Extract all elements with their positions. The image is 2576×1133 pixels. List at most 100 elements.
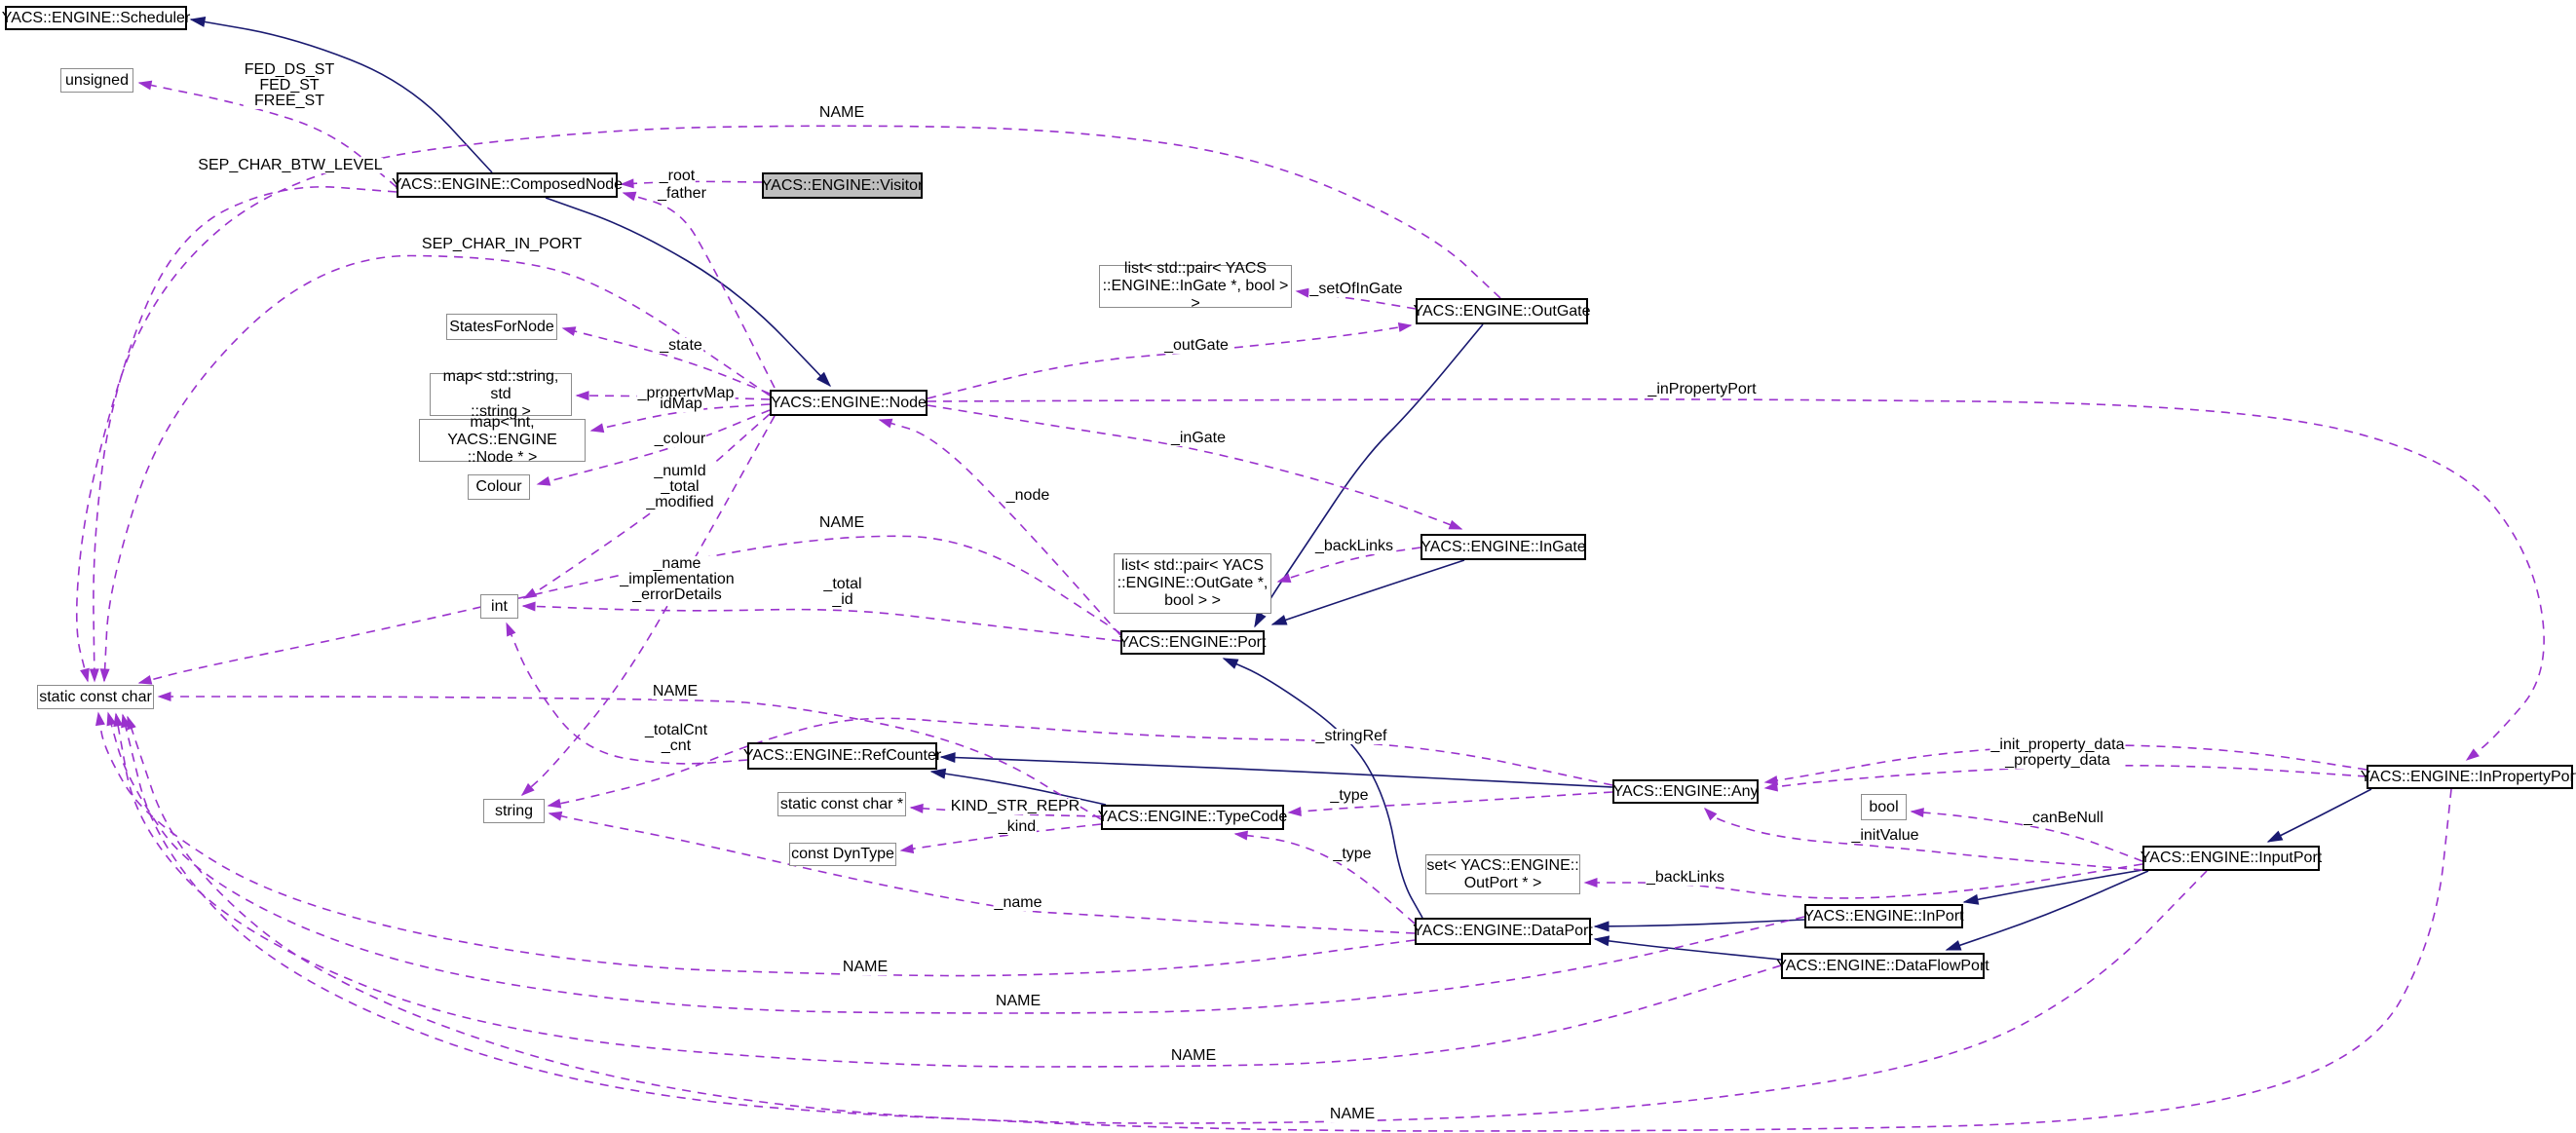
node-const-dyntype: const DynType [789,843,896,866]
edge-state [561,326,771,395]
node-visitor: YACS::ENGINE::Visitor [762,172,923,199]
edge-composednode-node [545,197,832,388]
edge-inpropertyport-inputport [2266,788,2372,843]
edge-id-map [589,403,771,434]
node-composed-node[interactable]: YACS::ENGINE::ComposedNode [392,172,623,198]
edge-dataflowport-dataport [1593,935,1782,961]
edge-label-id-map: idMap [659,396,703,412]
node-colour: Colour [468,474,530,500]
edge-label-total-id: _total _id [822,576,863,608]
edge-name-outgate [75,125,1501,683]
edge-label-father: _father [657,185,707,202]
edge-property-data2 [1763,764,2368,792]
edge-kind [899,823,1102,854]
node-data-port[interactable]: YACS::ENGINE::DataPort [1413,918,1593,945]
node-map-string-string: map< std::string, std ::string > [430,368,572,420]
edge-name-impl-err [520,415,776,797]
edge-in-property-port-edge [927,397,2545,761]
edge-typecode-refcounter [929,768,1107,806]
edge-label-fed-consts: FED_DS_ST FED_ST FREE_ST [243,61,336,109]
edge-name-typecode [157,692,1102,820]
node-list-ingate-bool: list< std::pair< YACS ::ENGINE::InGate *… [1099,260,1292,312]
node-ref-counter[interactable]: YACS::ENGINE::RefCounter [743,742,941,770]
edge-init-value [1703,807,2143,871]
edge-inputport-dataflowport [1945,870,2149,951]
edge-label-numid-total-modified: _numId _total _modified [645,463,715,510]
edge-label-backlinks-ingate: _backLinks [1313,538,1395,554]
edge-inputport-inport [1962,869,2143,905]
edge-name-inport [106,711,1805,1014]
edge-name-dataflowport [113,712,1782,1068]
node-states-for-node: StatesForNode [446,314,557,340]
edge-label-ingate-edge: _inGate [1169,430,1228,446]
edge-label-in-property-port-edge: _inPropertyPort [1647,381,1758,397]
edge-fed-consts [137,80,398,188]
edge-label-root: _root [658,168,697,184]
edge-type-dataport [1233,830,1416,925]
edge-totalcnt-cnt [506,622,748,765]
edge-name-dataport-string [548,811,1416,934]
node-data-flow-port[interactable]: YACS::ENGINE::DataFlowPort [1776,953,1989,979]
edge-label-outgate-edge: _outGate [1163,337,1230,354]
node-outgate[interactable]: YACS::ENGINE::OutGate [1414,298,1591,324]
edge-label-type-dataport: _type [1332,846,1373,862]
node-list-outgate-bool: list< std::pair< YACS ::ENGINE::OutGate … [1114,553,1271,614]
edge-label-name-typecode: NAME [651,683,700,699]
edge-sep-char-in-port [99,254,771,683]
edge-type-any [1287,791,1613,816]
edge-name-inpropertyport [127,715,2452,1132]
edge-label-can-be-null: _canBeNull [2023,810,2104,826]
edge-label-name-outgate: NAME [817,104,866,121]
node-node[interactable]: YACS::ENGINE::Node [770,390,928,416]
node-bool: bool [1861,794,1907,820]
edge-any-refcounter [939,752,1613,788]
node-string: string [483,799,545,823]
edge-label-init-property-data: _init_property_data _property_data [1989,736,2126,769]
edge-node-edge [878,418,1121,636]
edge-label-name-inport: NAME [994,993,1042,1009]
edge-inport-dataport [1593,919,1805,932]
edge-label-state: _state [659,337,703,354]
edge-label-name-inputport: NAME [1328,1106,1377,1122]
edge-label-kind: _kind [997,818,1038,835]
edge-outgate-port [1254,323,1484,628]
edge-label-kind-str-repr: KIND_STR_REPR [949,798,1081,814]
edge-name-inputport [121,713,2208,1124]
node-unsigned: unsigned [60,68,133,93]
node-input-port[interactable]: YACS::ENGINE::InputPort [2140,846,2322,871]
edge-label-name-dataport-string: _name [993,894,1043,911]
edge-label-sep-char-btw-level: SEP_CHAR_BTW_LEVEL [197,157,384,173]
edge-kind-str-repr [909,803,1102,817]
edge-label-init-value: _initValue [1850,827,1920,844]
edge-label-name-dataflowport: NAME [1169,1047,1218,1064]
node-in-port[interactable]: YACS::ENGINE::InPort [1803,904,1964,928]
edge-label-name-dataport: NAME [841,959,890,975]
edge-composednode-scheduler [189,17,493,173]
edge-dataport-port [1222,658,1423,919]
edge-label-stringref: _stringRef [1314,728,1388,744]
edge-ingate-edge [927,404,1463,530]
edge-ingate-port [1270,559,1465,625]
node-int: int [480,594,518,619]
node-in-property-port[interactable]: YACS::ENGINE::InPropertyPort [2361,765,2576,789]
edge-label-totalcnt-cnt: _totalCnt _cnt [643,722,709,754]
edge-can-be-null [1910,808,2143,862]
node-map-int-node: map< int, YACS::ENGINE ::Node * > [419,414,586,466]
node-any[interactable]: YACS::ENGINE::Any [1612,779,1759,804]
edge-total-id [521,601,1121,642]
node-scheduler[interactable]: YACS::ENGINE::Scheduler [2,6,190,30]
edge-label-sep-char-in-port: SEP_CHAR_IN_PORT [420,236,584,252]
node-port[interactable]: YACS::ENGINE::Port [1119,630,1266,655]
edge-label-name-impl-err: _name _implementation _errorDetails [619,555,736,603]
edge-label-node-edge: _node [1004,487,1051,504]
node-ingate[interactable]: YACS::ENGINE::InGate [1421,534,1586,560]
edge-label-set-of-ingate: _setOfInGate [1308,281,1404,297]
node-static-const-char-ptr: static const char * [777,792,906,816]
node-set-outport: set< YACS::ENGINE:: OutPort * > [1425,854,1580,894]
node-type-code[interactable]: YACS::ENGINE::TypeCode [1098,805,1287,830]
node-static-const-char: static const char [37,685,154,709]
edge-label-backlinks-inputport: _backLinks [1645,869,1726,886]
edge-label-colour-edge: _colour [653,431,707,447]
